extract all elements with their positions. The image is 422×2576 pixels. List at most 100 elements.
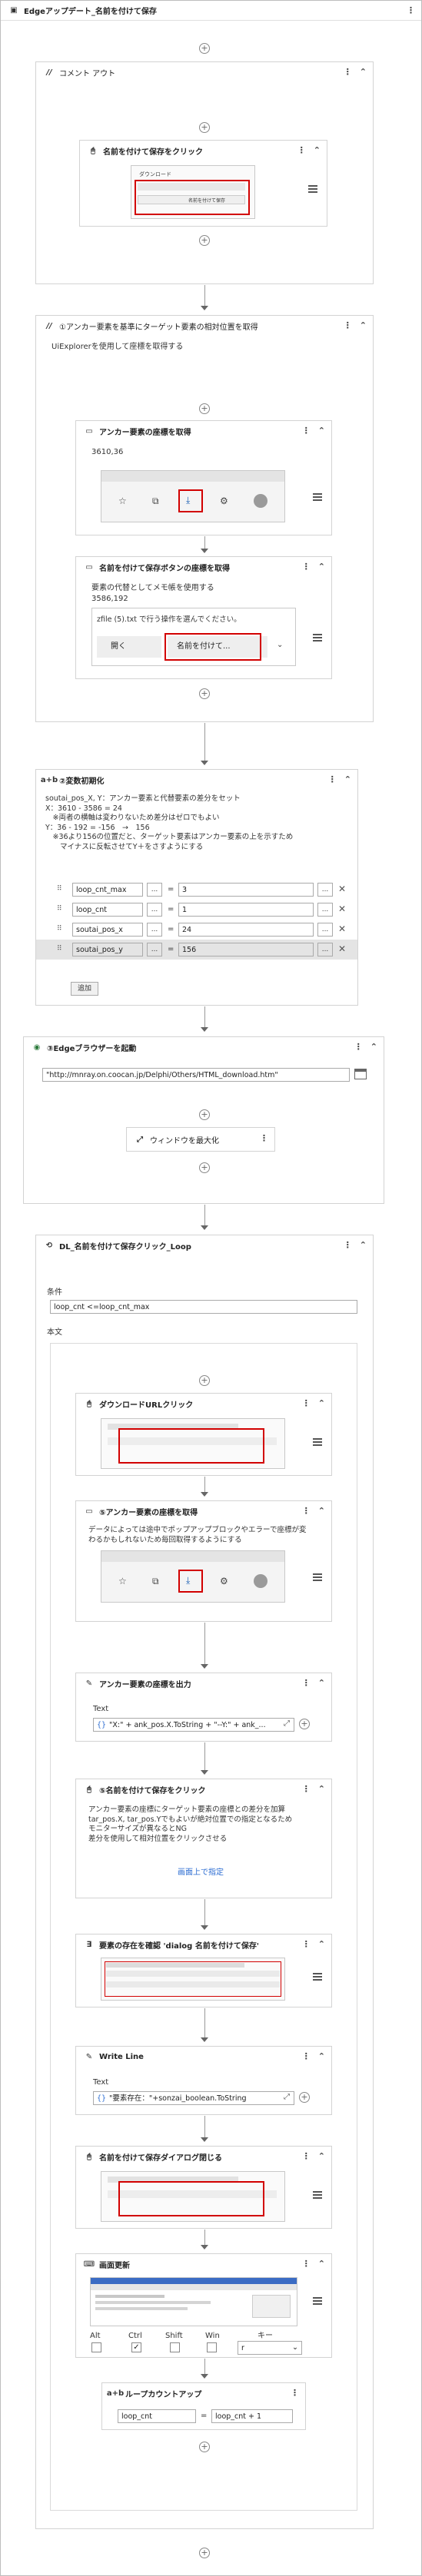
alt-checkbox[interactable] <box>91 2342 101 2352</box>
close-icon[interactable]: ✕ <box>338 943 347 954</box>
anchor2-header[interactable]: ▭ ⑤アンカー要素の座標を取得 ⋮⌃ <box>76 1501 331 1521</box>
menu-icon[interactable] <box>313 2191 322 2199</box>
drag-handle-icon[interactable]: ⠿ <box>57 945 62 953</box>
close-dialog-activity[interactable]: 🖰 名前を付けて保存ダイアログ閉じる ⋮⌃ <box>75 2146 332 2229</box>
assign-left[interactable]: loop_cnt <box>118 2409 196 2423</box>
var-value[interactable]: 156 <box>178 943 314 956</box>
kebab-icon[interactable]: ⋮ <box>327 774 337 784</box>
var-row[interactable]: ⠿ loop_cnt ... = 1 ... ✕ <box>35 900 358 920</box>
menu-icon[interactable] <box>313 634 322 642</box>
collapse-icon[interactable]: ⌃ <box>317 562 325 572</box>
add-icon[interactable]: + <box>199 2442 210 2452</box>
var-row[interactable]: ⠿ soutai_pos_x ... = 24 ... ✕ <box>35 920 358 940</box>
collapse-icon[interactable]: ⌃ <box>317 1678 325 1688</box>
add-icon[interactable]: + <box>199 2548 210 2558</box>
win-checkbox[interactable] <box>207 2342 217 2352</box>
text-expression-input[interactable]: {} "X:" + ank_pos.X.ToString + "--Y:" + … <box>93 1718 294 1732</box>
kebab-icon[interactable]: ⋮ <box>301 2151 311 2161</box>
kebab-icon[interactable]: ⋮ <box>343 320 352 330</box>
refresh-header[interactable]: ⌨ 画面更新 ⋮⌃ <box>76 2254 331 2274</box>
kebab-icon[interactable]: ⋮ <box>301 1506 311 1516</box>
browser-select-icon[interactable] <box>354 1069 367 1079</box>
ellipsis-button[interactable]: ... <box>147 883 162 897</box>
ellipsis-button[interactable]: ... <box>317 943 333 956</box>
collapse-icon[interactable]: ⌃ <box>317 1506 325 1516</box>
kebab-icon[interactable]: ⋮ <box>301 1784 311 1794</box>
menu-icon[interactable] <box>313 493 322 501</box>
kebab-icon[interactable]: ⋮ <box>301 2051 311 2061</box>
ellipsis-button[interactable]: ... <box>317 903 333 917</box>
close-icon[interactable]: ✕ <box>338 884 347 894</box>
element-exists-activity[interactable]: ∃ 要素の存在を確認 'dialog 名前を付けて保存' ⋮⌃ <box>75 1934 332 2007</box>
collapse-icon[interactable]: ⌃ <box>313 145 321 155</box>
anchor-coord-activity[interactable]: ▭ アンカー要素の座標を取得 ⋮⌃ 3610,36 ☆ ⧉ ⤓ ⚙ <box>75 420 332 535</box>
drag-handle-icon[interactable]: ⠿ <box>57 885 62 893</box>
var-init-header[interactable]: a+b ②変数初期化 ⋮⌃ <box>36 770 357 790</box>
download-url-click-activity[interactable]: 🖰 ダウンロードURLクリック ⋮⌃ <box>75 1393 332 1476</box>
collapse-icon[interactable]: ⌃ <box>317 1939 325 1949</box>
edge-launch-scope[interactable]: ◉ ③Edgeブラウザーを起動 ⋮⌃ "http://mnray.on.cooc… <box>23 1036 384 1204</box>
kebab-icon[interactable]: ⋮ <box>301 2259 311 2269</box>
var-name[interactable]: soutai_pos_y <box>72 943 143 956</box>
var-row[interactable]: ⠿ soutai_pos_y ... = 156 ... ✕ <box>36 940 357 960</box>
anchor-output-header[interactable]: ✎ アンカー要素の座標を出力 ⋮⌃ <box>76 1673 331 1693</box>
close-dialog-header[interactable]: 🖰 名前を付けて保存ダイアログ閉じる ⋮⌃ <box>76 2147 331 2167</box>
kebab-icon[interactable]: ⋮ <box>407 5 415 15</box>
saveas-click-activity[interactable]: 🖰 名前を付けて保存をクリック ⋮⌃ ダウンロード 名前を付けて保存 <box>79 140 327 227</box>
collapse-icon[interactable]: ⌃ <box>317 2051 325 2061</box>
kebab-icon[interactable]: ⋮ <box>343 1240 352 1250</box>
shift-checkbox[interactable] <box>170 2342 180 2352</box>
add-icon[interactable]: + <box>199 43 210 54</box>
kebab-icon[interactable]: ⋮ <box>301 1939 311 1949</box>
collapse-icon[interactable]: ⌃ <box>317 1784 325 1794</box>
indicate-on-screen-link[interactable]: 画面上で指定 <box>178 1868 224 1877</box>
kebab-icon[interactable]: ⋮ <box>291 2388 299 2398</box>
drag-handle-icon[interactable]: ⠿ <box>57 925 62 933</box>
add-icon[interactable]: + <box>299 2092 310 2103</box>
expand-icon[interactable]: ⤢ <box>284 1719 290 1728</box>
collapse-icon[interactable]: ⌃ <box>317 2151 325 2161</box>
close-icon[interactable]: ✕ <box>338 903 347 914</box>
collapse-icon[interactable]: ⌃ <box>370 1042 377 1052</box>
ellipsis-button[interactable]: ... <box>147 943 162 956</box>
target-coord-activity[interactable]: ▭ 名前を付けて保存ボタンの座標を取得 ⋮⌃ 要素の代替としてメモ帳を使用する … <box>75 556 332 679</box>
expand-icon[interactable]: ⤢ <box>284 2093 290 2101</box>
add-icon[interactable]: + <box>199 1109 210 1120</box>
kebab-icon[interactable]: ⋮ <box>260 1133 268 1143</box>
write-line-header[interactable]: ✎ Write Line ⋮⌃ <box>76 2047 331 2067</box>
menu-icon[interactable] <box>313 1973 322 1981</box>
add-icon[interactable]: + <box>199 122 210 133</box>
menu-icon[interactable] <box>313 2297 322 2305</box>
anchor-output-activity[interactable]: ✎ アンカー要素の座標を出力 ⋮⌃ Text {} "X:" + ank_pos… <box>75 1673 332 1742</box>
kebab-icon[interactable]: ⋮ <box>301 562 311 572</box>
collapse-icon[interactable]: ⌃ <box>359 1240 367 1250</box>
add-icon[interactable]: + <box>199 688 210 699</box>
seq1-header[interactable]: // ①アンカー要素を基準にターゲット要素の相対位置を取得 ⋮⌃ <box>36 316 373 336</box>
saveas2-click-activity[interactable]: 🖰 ⑤名前を付けて保存をクリック ⋮⌃ アンカー要素の座標にターゲット要素の座標… <box>75 1779 332 1898</box>
text-expression-input[interactable]: {} "要素存在："+sonzai_boolean.ToString <box>93 2091 294 2105</box>
add-icon[interactable]: + <box>199 235 210 246</box>
collapse-icon[interactable]: ⌃ <box>317 1398 325 1408</box>
close-icon[interactable]: ✕ <box>338 923 347 934</box>
add-icon[interactable]: + <box>199 1162 210 1173</box>
add-icon[interactable]: + <box>199 403 210 414</box>
loop-countup-activity[interactable]: a+b ループカウントアップ ⋮ loop_cnt = loop_cnt + 1 <box>101 2382 306 2430</box>
saveas2-header[interactable]: 🖰 ⑤名前を付けて保存をクリック ⋮⌃ <box>76 1779 331 1799</box>
anchor2-coord-activity[interactable]: ▭ ⑤アンカー要素の座標を取得 ⋮⌃ データによっては途中でポップアップブロック… <box>75 1500 332 1622</box>
kebab-icon[interactable]: ⋮ <box>343 67 352 77</box>
var-value[interactable]: 1 <box>178 903 314 917</box>
ellipsis-button[interactable]: ... <box>317 883 333 897</box>
maximize-header[interactable]: ⤢ ウィンドウを最大化 ⋮ <box>127 1128 274 1151</box>
root-header[interactable]: ▣ Edgeアップデート_名前を付けて保存 ⋮ <box>1 1 421 21</box>
var-value[interactable]: 24 <box>178 923 314 937</box>
add-icon[interactable]: + <box>299 1719 310 1729</box>
comment-out-header[interactable]: // コメント アウト ⋮⌃ <box>36 62 373 82</box>
saveas-click-header[interactable]: 🖰 名前を付けて保存をクリック ⋮⌃ <box>80 141 327 161</box>
kebab-icon[interactable]: ⋮ <box>301 1678 311 1688</box>
var-row[interactable]: ⠿ loop_cnt_max ... = 3 ... ✕ <box>35 880 358 900</box>
menu-icon[interactable] <box>313 1573 322 1581</box>
assign-right[interactable]: loop_cnt + 1 <box>211 2409 293 2423</box>
kebab-icon[interactable]: ⋮ <box>301 426 311 436</box>
collapse-icon[interactable]: ⌃ <box>359 67 367 77</box>
target-coord-header[interactable]: ▭ 名前を付けて保存ボタンの座標を取得 ⋮⌃ <box>76 557 331 577</box>
